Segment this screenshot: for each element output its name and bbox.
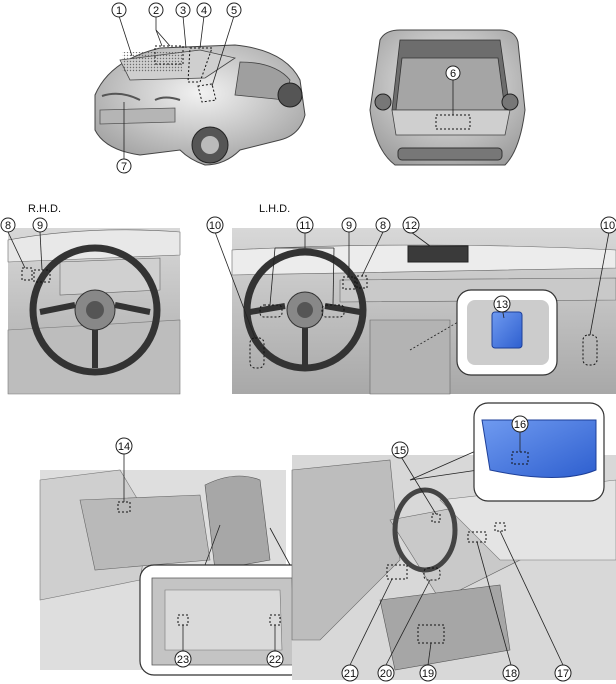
rhd-label: R.H.D. [28, 203, 61, 215]
svg-text:6: 6 [450, 68, 456, 80]
svg-text:19: 19 [422, 668, 434, 680]
svg-text:8: 8 [5, 220, 11, 232]
svg-text:1: 1 [116, 5, 122, 17]
callout-9-rhd: 9 [32, 217, 48, 233]
callout-21: 21 [341, 664, 359, 682]
exterior-rear-view [94, 15, 306, 166]
svg-text:9: 9 [37, 220, 43, 232]
rhd-dashboard-view [7, 228, 181, 395]
callout-8-lhd: 8 [375, 217, 391, 233]
svg-text:22: 22 [269, 654, 281, 666]
callout-15: 15 [391, 441, 409, 459]
front-cabin-view [291, 402, 616, 680]
callout-16: 16 [511, 415, 529, 433]
callout-1: 1 [111, 2, 127, 18]
cargo-area-view [369, 29, 526, 166]
svg-text:4: 4 [201, 5, 207, 17]
callout-8-rhd: 8 [0, 217, 16, 233]
svg-text:2: 2 [153, 5, 159, 17]
svg-text:10: 10 [603, 220, 615, 232]
callout-11: 11 [296, 216, 314, 234]
svg-text:12: 12 [405, 220, 417, 232]
callout-5: 5 [226, 2, 242, 18]
svg-text:5: 5 [231, 5, 237, 17]
callout-10-right: 10 [600, 216, 616, 234]
callout-19: 19 [419, 664, 437, 682]
svg-text:23: 23 [177, 654, 189, 666]
svg-text:8: 8 [380, 220, 386, 232]
callout-9-lhd: 9 [341, 217, 357, 233]
lhd-label: L.H.D. [259, 203, 290, 215]
callout-7: 7 [116, 158, 132, 174]
callout-3: 3 [175, 2, 191, 18]
callout-4: 4 [196, 2, 212, 18]
svg-text:20: 20 [380, 668, 392, 680]
callout-23: 23 [174, 650, 192, 668]
callout-12: 12 [402, 216, 420, 234]
svg-text:18: 18 [505, 668, 517, 680]
callout-14: 14 [115, 437, 133, 455]
svg-text:11: 11 [299, 220, 310, 232]
callout-17: 17 [554, 664, 572, 682]
callout-20: 20 [377, 664, 395, 682]
svg-text:21: 21 [344, 668, 356, 680]
svg-text:14: 14 [118, 441, 130, 453]
svg-text:15: 15 [394, 445, 406, 457]
lhd-dashboard-view [214, 228, 616, 395]
svg-text:3: 3 [180, 5, 186, 17]
callout-10-left: 10 [206, 216, 224, 234]
svg-text:9: 9 [346, 220, 352, 232]
svg-text:17: 17 [557, 668, 569, 680]
svg-text:7: 7 [121, 161, 127, 173]
callout-2: 2 [148, 2, 164, 18]
svg-text:10: 10 [209, 220, 221, 232]
callout-18: 18 [502, 664, 520, 682]
callout-6: 6 [445, 65, 461, 81]
svg-text:16: 16 [514, 419, 526, 431]
rear-cabin-view [39, 450, 306, 676]
callout-22: 22 [266, 650, 284, 668]
svg-text:13: 13 [496, 299, 508, 311]
callout-13: 13 [493, 295, 511, 313]
